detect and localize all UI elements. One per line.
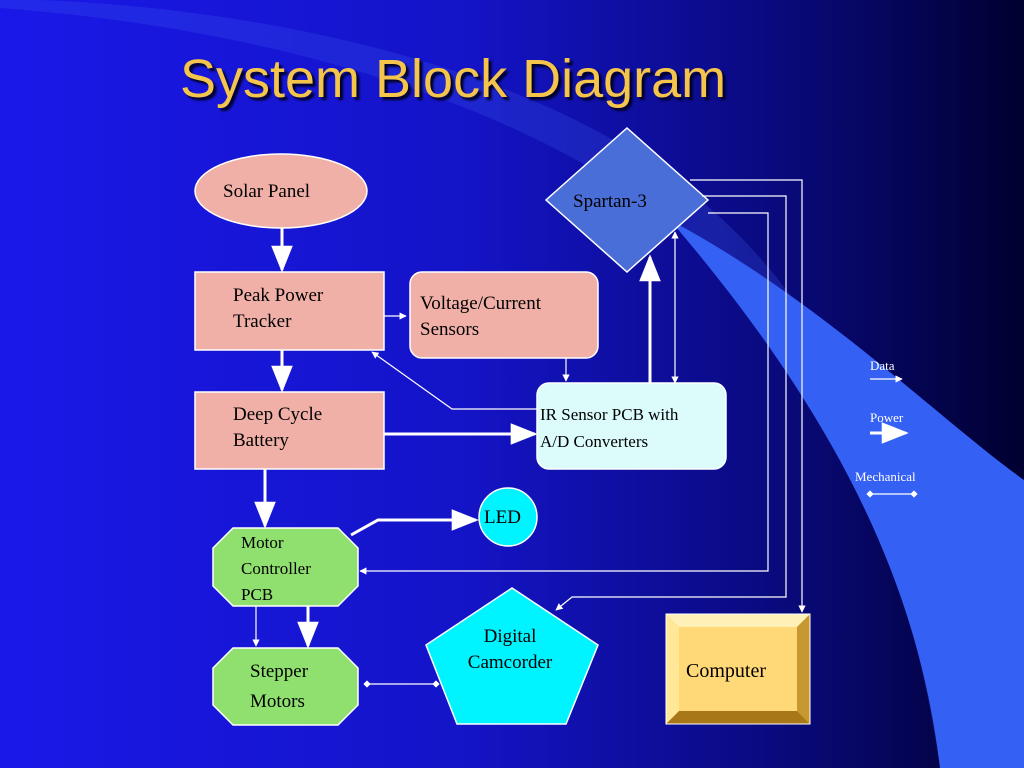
data-spartan-to-camcorder: [555, 195, 787, 611]
motor-controller-octagon: [212, 527, 359, 607]
voltage-current-sensors-label: Voltage/Current Sensors: [420, 293, 542, 340]
data-spartan-to-motor: [359, 212, 769, 575]
data-ir-to-tracker: [371, 351, 537, 410]
legend-mechanical-label: Mechanical: [855, 469, 916, 484]
legend-power-label: Power: [870, 410, 904, 425]
background-sweep: [670, 220, 1024, 768]
computer-label: Computer: [686, 660, 766, 682]
digital-camcorder-pentagon: [425, 587, 599, 725]
ir-sensor-pcb-label: IR Sensor PCB with A/D Converters: [540, 405, 679, 451]
voltage-current-sensors-box: [409, 271, 599, 359]
stepper-motors-octagon: [212, 647, 359, 726]
spartan-3-diamond: [544, 126, 710, 274]
solar-panel-label: Solar Panel: [223, 181, 311, 202]
motor-controller-pcb-label: Motor Controller PCB: [241, 533, 311, 604]
stepper-motors-label: Stepper Motors: [250, 661, 309, 712]
led-label: LED: [484, 507, 521, 528]
digital-camcorder-label: Digital Camcorder: [467, 626, 553, 673]
deep-cycle-battery-label: Deep Cycle Battery: [233, 404, 323, 451]
data-spartan-to-computer: [690, 179, 806, 613]
computer-box: [665, 613, 811, 725]
spartan-3-label: Spartan-3: [573, 191, 647, 212]
peak-power-tracker-label: Peak Power Tracker: [233, 285, 324, 332]
power-motor-to-led: [350, 509, 479, 537]
slide-title: System Block Diagram: [180, 49, 727, 109]
peak-power-tracker-box: [194, 271, 385, 351]
led-circle: [478, 487, 538, 547]
legend-data-label: Data: [870, 358, 895, 373]
